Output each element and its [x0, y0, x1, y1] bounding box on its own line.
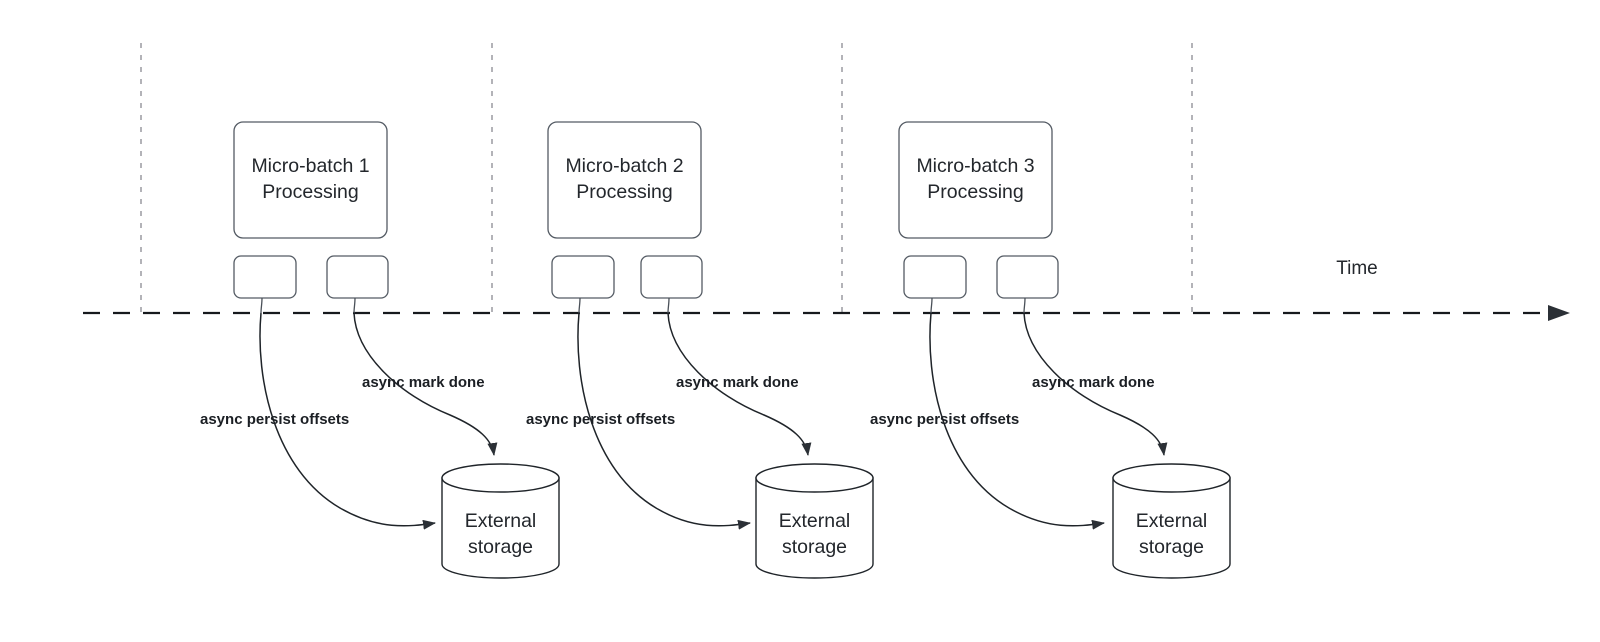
batch-2-async-persist-offsets-label: async persist offsets: [526, 411, 675, 428]
batch-1-storage-label-line2: storage: [468, 536, 533, 558]
batch-3-async-mark-done-arrow: [1023, 312, 1168, 456]
micro-batch-2-label-line1: Micro-batch 2: [565, 155, 683, 177]
batch-2-external-storage-cylinder[interactable]: [755, 463, 874, 579]
batch-2-storage-label-line1: External: [779, 510, 851, 532]
batch-3-async-persist-offsets-label: async persist offsets: [870, 411, 1019, 428]
batch-1-mark-done-task-box[interactable]: [326, 255, 389, 299]
batch-3-mark-done-task-box[interactable]: [996, 255, 1059, 299]
batch-2-storage-label-line2: storage: [782, 536, 847, 558]
micro-batch-3-box[interactable]: [898, 121, 1053, 239]
timeline-arrowhead-icon: [1548, 305, 1570, 321]
time-axis-label: Time: [1336, 258, 1378, 279]
batch-3-markdone-connector: [1023, 297, 1026, 314]
batch-2-persist-offsets-task-box[interactable]: [551, 255, 615, 299]
tick-lines-group: [140, 43, 1193, 318]
micro-batch-1-label-line2: Processing: [262, 181, 358, 203]
batch-2-async-persist-offsets-arrow: [577, 312, 751, 530]
micro-batch-2-label-line2: Processing: [576, 181, 672, 203]
batch-3-async-persist-offsets-arrow: [929, 312, 1105, 530]
micro-batch-3-label-line2: Processing: [927, 181, 1023, 203]
batch-3-storage-label-line1: External: [1136, 510, 1208, 532]
batch-1-async-persist-offsets-label: async persist offsets: [200, 411, 349, 428]
batch-3-persist-offsets-task-box[interactable]: [903, 255, 967, 299]
batch-1-persist-connector: [260, 297, 263, 314]
micro-batch-1-label-line1: Micro-batch 1: [251, 155, 369, 177]
batch-3-storage-label-line2: storage: [1139, 536, 1204, 558]
batch-2-persist-connector: [578, 297, 581, 314]
batch-2-mark-done-task-box[interactable]: [640, 255, 703, 299]
micro-batch-3-label-line1: Micro-batch 3: [916, 155, 1034, 177]
batch-2-markdone-connector: [667, 297, 670, 314]
batch-3-group: Micro-batch 3 Processing async persist o…: [870, 121, 1231, 579]
batch-1-group: Micro-batch 1 Processing async persist o…: [200, 121, 560, 579]
batch-1-async-persist-offsets-arrow: [259, 312, 436, 530]
batch-1-persist-offsets-task-box[interactable]: [233, 255, 297, 299]
batch-1-async-mark-done-arrow: [353, 312, 498, 456]
batch-1-storage-label-line1: External: [465, 510, 537, 532]
batch-1-external-storage-cylinder[interactable]: [441, 463, 560, 579]
batch-3-external-storage-cylinder[interactable]: [1112, 463, 1231, 579]
batch-1-async-mark-done-label: async mark done: [362, 374, 485, 391]
batch-1-markdone-connector: [353, 297, 356, 314]
batch-3-persist-connector: [930, 297, 933, 314]
timeline-axis: [83, 305, 1570, 321]
batch-2-group: Micro-batch 2 Processing async persist o…: [526, 121, 874, 579]
batch-2-async-mark-done-label: async mark done: [676, 374, 799, 391]
batch-3-async-mark-done-label: async mark done: [1032, 374, 1155, 391]
batch-2-async-mark-done-arrow: [667, 312, 812, 456]
micro-batch-2-box[interactable]: [547, 121, 702, 239]
micro-batch-1-box[interactable]: [233, 121, 388, 239]
